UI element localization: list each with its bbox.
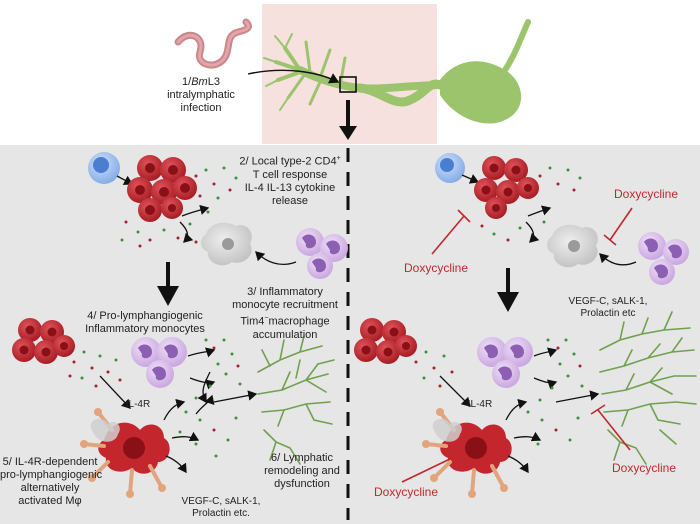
step2-label: 2/ Local type-2 CD4+ T cell response IL-… [239, 155, 341, 207]
inflammatory-monocytes-icon [296, 228, 348, 279]
il4r-right-label: IL-4R [467, 399, 493, 410]
doxycycline-label-4: Doxycycline [373, 485, 439, 499]
step5-label: 5/ IL-4R-dependent pro-lymphangiogenic a… [0, 456, 103, 507]
doxycycline-label-2: Doxycycline [613, 187, 679, 201]
doxycycline-inhibitor-2 [603, 207, 633, 246]
monocytes-lower-right-icon [477, 337, 533, 388]
activated-macrophage-icon [80, 408, 170, 498]
step1-label: 1/BmL3 intralymphatic infection [167, 76, 235, 114]
inflammatory-monocytes-right-icon [638, 232, 689, 285]
tim4-macrophage-icon [201, 222, 252, 266]
activated-macrophage-right-icon [422, 408, 512, 498]
cytokine-dots-lower-right [414, 350, 454, 388]
step3-label: 3/ Inflammatory monocyte recruitment Tim… [232, 286, 338, 341]
growth-factors-label: VEGF-C, sALK-1, Prolactin etc. [181, 496, 261, 519]
doxycycline-inhibitor-3 [590, 404, 631, 451]
cytokine-dots-lower [68, 350, 122, 388]
dendritic-cell-right-icon [435, 153, 465, 183]
doxycycline-inhibitor-4 [401, 450, 457, 483]
progression-arrow-right [497, 268, 519, 312]
step4-label: 4/ Pro-lymphangiogenic Inflammatory mono… [85, 310, 205, 335]
zoom-down-arrow [339, 100, 357, 140]
growth-factor-dots-right [526, 338, 584, 446]
dendritic-cell-icon [88, 152, 120, 184]
lymph-node-icon [440, 61, 522, 124]
t-cell-cluster-right-icon [474, 156, 539, 219]
zoom-box [339, 76, 357, 93]
t-cell-cluster-lower-right-icon [354, 318, 417, 364]
lymphatic-network-right-icon [599, 311, 697, 465]
lymphatic-network-left-icon [257, 335, 335, 465]
growth-factor-dots [178, 338, 242, 458]
step6-label: 6/ Lymphatic remodeling and dysfunction [264, 452, 340, 490]
t-cell-cluster-icon [127, 155, 197, 222]
doxycycline-label-1: Doxycycline [403, 261, 469, 275]
infection-arrow [247, 69, 340, 84]
worm-icon [174, 18, 252, 69]
doxycycline-inhibitor-1 [431, 209, 471, 255]
doxycycline-label-3: Doxycycline [611, 461, 677, 475]
tim4-macrophage-right-icon [547, 224, 598, 268]
t-cell-cluster-lower-icon [12, 318, 75, 364]
monocytes-lower-icon [131, 337, 187, 388]
progression-arrow-left [157, 262, 179, 306]
growth-factors-right-label: VEGF-C, sALK-1, Prolactin etc [568, 296, 648, 319]
il4r-label: IL-4R [125, 399, 151, 410]
lymphatic-vessel-icon [263, 33, 445, 111]
